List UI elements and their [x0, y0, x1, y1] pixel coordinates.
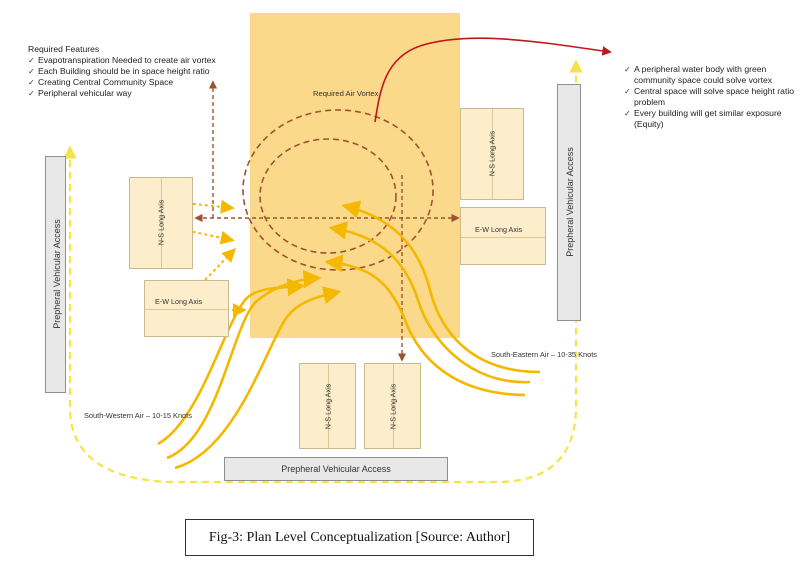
required-feature-item: Evapotranspiration Needed to create air … — [28, 55, 233, 66]
vortex-label: Required Air Vortex — [313, 89, 379, 98]
access-road-bottom: Prepheral Vehicular Access — [224, 457, 448, 481]
figure-caption: Fig-3: Plan Level Conceptualization [Sou… — [185, 519, 534, 556]
benefit-item: Every building will get similar exposure… — [624, 108, 800, 130]
road-label: Prepheral Vehicular Access — [565, 147, 575, 257]
building-label: N-S Long Axis — [388, 383, 398, 430]
access-road-left: Prepheral Vehicular Access — [45, 156, 66, 393]
building-label: N-S Long Axis — [487, 130, 497, 177]
required-feature-item: Creating Central Community Space — [28, 77, 233, 88]
building-west-ew: E-W Long Axis — [144, 280, 229, 337]
required-feature-item: Peripheral vehicular way — [28, 88, 233, 99]
dotted-arrow-3 — [204, 247, 236, 281]
access-road-right: Prepheral Vehicular Access — [557, 84, 581, 321]
required-features-list: Evapotranspiration Needed to create air … — [28, 55, 233, 99]
road-label: Prepheral Vehicular Access — [281, 464, 391, 474]
pointer-arrow — [374, 37, 612, 123]
required-feature-item: Each Building should be in space height … — [28, 66, 233, 77]
required-features-notes: Required Features Evapotranspiration Nee… — [28, 44, 233, 99]
benefit-item: Central space will solve space height ra… — [624, 86, 800, 108]
south-eastern-air-label: South-Eastern Air – 10-35 Knots — [491, 350, 597, 359]
benefits-notes: A peripheral water body with green commu… — [624, 64, 800, 130]
se-wind-arrow-3 — [324, 254, 526, 397]
south-western-air-label: South-Western Air – 10-15 Knots — [84, 411, 192, 420]
benefits-list: A peripheral water body with green commu… — [624, 64, 800, 130]
required-features-heading: Required Features — [28, 44, 100, 54]
building-east-ew: E-W Long Axis — [460, 207, 546, 265]
se-wind-arrow-1 — [341, 200, 541, 374]
se-wind-arrow-2 — [328, 221, 531, 384]
building-label: E-W Long Axis — [475, 225, 523, 234]
building-label: N-S Long Axis — [156, 199, 166, 246]
sw-wind-arrow-3 — [174, 286, 342, 470]
building-west-ns: N-S Long Axis — [129, 177, 193, 269]
benefit-item: A peripheral water body with green commu… — [624, 64, 800, 86]
vortex-inner-ring — [259, 138, 397, 254]
building-label: E-W Long Axis — [155, 297, 203, 306]
building-east-ns: N-S Long Axis — [460, 108, 524, 200]
peripheral-access-loop — [63, 59, 583, 484]
building-south-ns-2: N-S Long Axis — [364, 363, 421, 449]
road-label: Prepheral Vehicular Access — [52, 219, 62, 329]
dotted-arrow-2 — [174, 227, 235, 245]
building-label: N-S Long Axis — [323, 383, 333, 430]
vortex-outer-ring — [242, 109, 434, 271]
building-south-ns-1: N-S Long Axis — [299, 363, 356, 449]
